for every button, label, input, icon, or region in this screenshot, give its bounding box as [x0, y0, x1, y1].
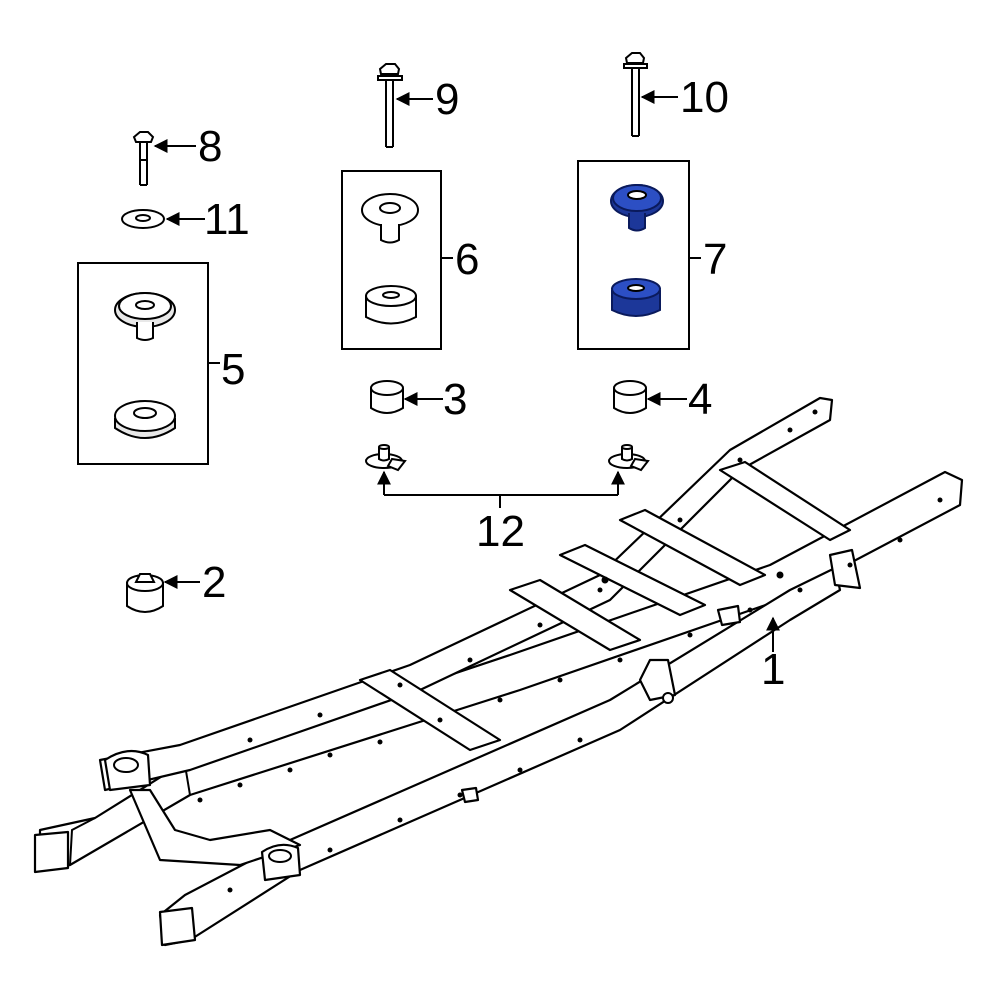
callout-4-label: 4	[688, 375, 712, 424]
callout-5-label: 5	[221, 345, 245, 394]
part-3-spacer[interactable]	[370, 380, 404, 414]
part-4-spacer[interactable]	[613, 380, 647, 414]
callout-6-label: 6	[455, 235, 479, 284]
callout-8-label: 8	[198, 122, 222, 171]
callout-1[interactable]: 1	[761, 616, 785, 694]
part-11-washer[interactable]	[121, 209, 165, 229]
callout-2[interactable]: 2	[163, 558, 226, 607]
callout-2-label: 2	[202, 558, 226, 607]
callout-9-label: 9	[435, 75, 459, 124]
frame-assembly[interactable]	[33, 396, 964, 947]
callout-7-label: 7	[703, 235, 727, 284]
part-8-bolt[interactable]	[132, 131, 155, 186]
callout-5[interactable]: 5	[221, 345, 245, 394]
callout-6[interactable]: 6	[455, 235, 479, 284]
part-10-bolt[interactable]	[623, 52, 648, 137]
callout-12[interactable]: 12	[377, 470, 625, 556]
callout-4[interactable]: 4	[646, 375, 712, 424]
callout-11[interactable]: 11	[165, 195, 250, 244]
callout-1-label: 1	[761, 645, 785, 694]
callout-7[interactable]: 7	[703, 235, 727, 284]
part-5-kit[interactable]	[77, 262, 220, 465]
callout-8[interactable]: 8	[153, 122, 222, 171]
callout-10[interactable]: 10	[640, 73, 729, 122]
callout-3-label: 3	[443, 375, 467, 424]
callout-9[interactable]: 9	[395, 75, 459, 124]
frame-holes	[197, 409, 943, 893]
callout-12-label: 12	[476, 507, 525, 556]
callout-10-label: 10	[680, 73, 729, 122]
part-2-mount[interactable]	[126, 573, 164, 613]
part-12-retainer-left[interactable]	[365, 444, 407, 472]
part-6-kit[interactable]	[341, 170, 453, 350]
callout-3[interactable]: 3	[403, 375, 467, 424]
callout-11-label: 11	[204, 195, 250, 244]
part-12-retainer-right[interactable]	[608, 444, 650, 472]
part-9-bolt[interactable]	[377, 63, 403, 148]
part-7-kit[interactable]	[577, 160, 701, 350]
